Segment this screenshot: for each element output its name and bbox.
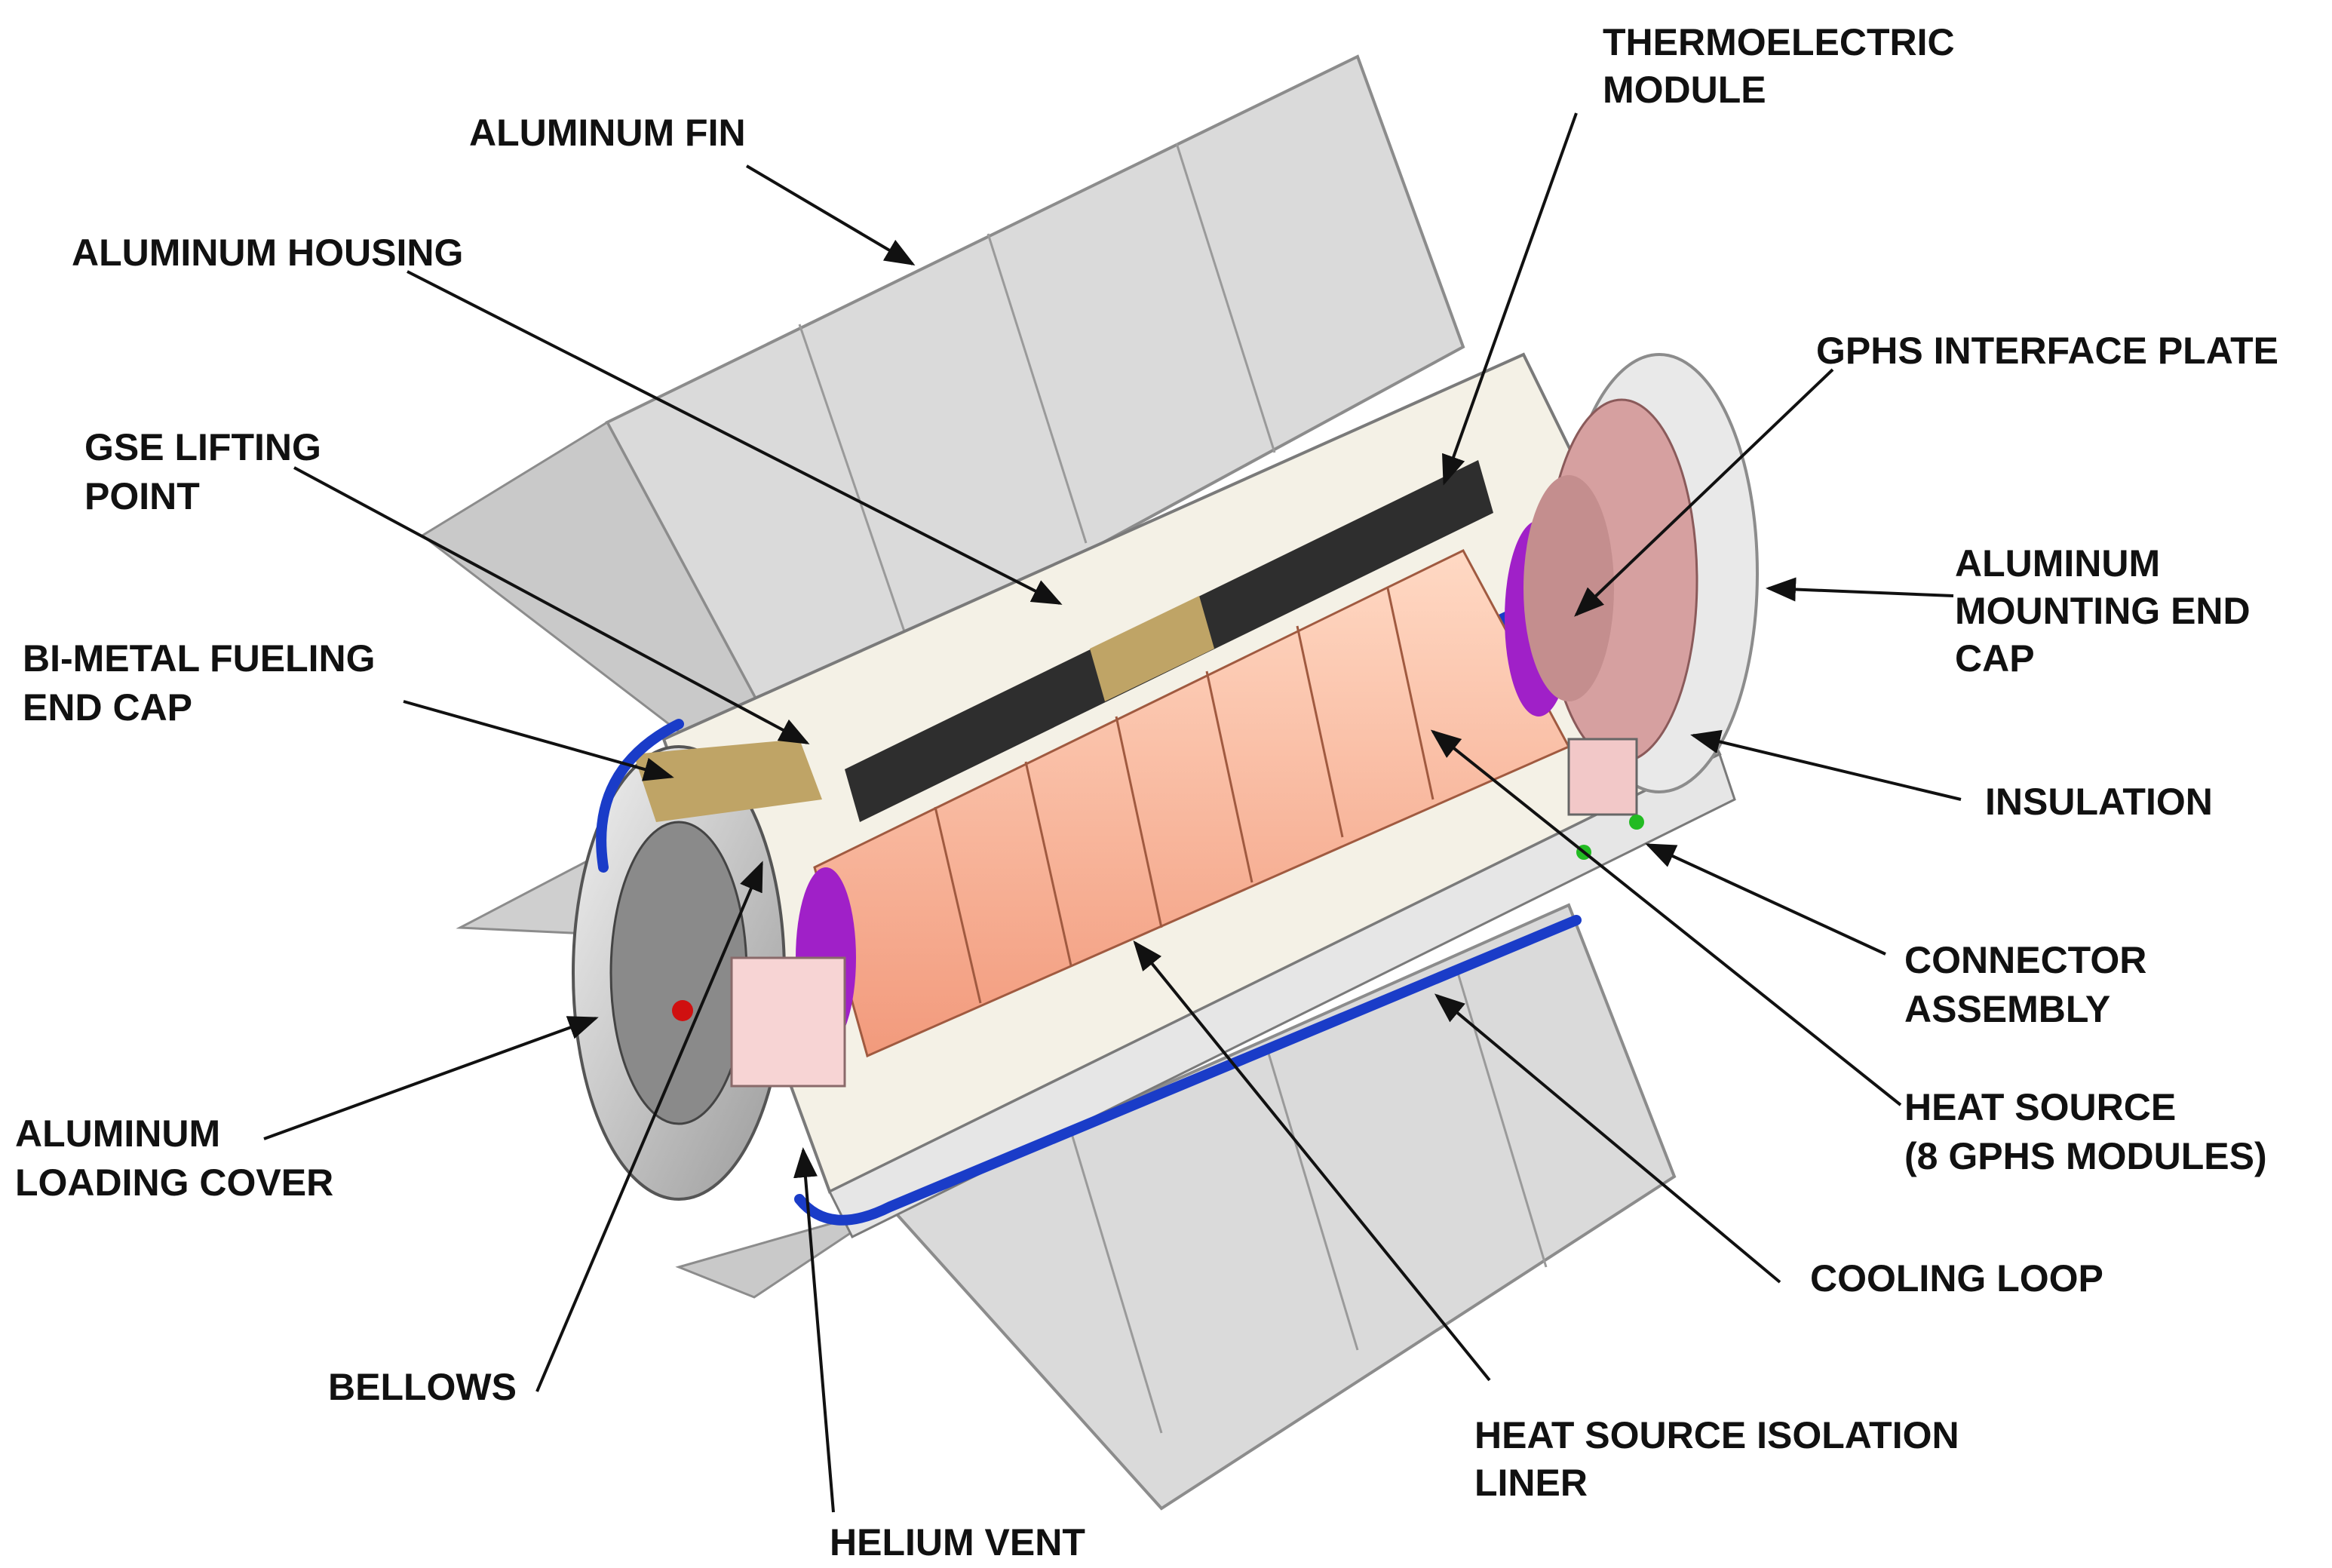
leader-aluminum-loading-cover xyxy=(263,1016,599,1140)
label-thermoelectric-module: THERMOELECTRIC MODULE xyxy=(1603,21,1965,111)
insulation-drawing xyxy=(730,956,846,1088)
leader-heat-source xyxy=(1430,729,1902,1106)
leader-thermoelectric xyxy=(1442,112,1578,486)
label-bellows: BELLOWS xyxy=(328,1366,517,1408)
leader-bellows xyxy=(535,861,763,1392)
label-cooling-loop: COOLING LOOP xyxy=(1810,1257,2103,1300)
leader-gphs-interface-plate xyxy=(1574,368,1834,617)
labels: ALUMINUM FIN THERMOELECTRIC MODULE ALUMI… xyxy=(15,21,2278,1563)
label-heat-source: HEAT SOURCE (8 GPHS MODULES) xyxy=(1904,1086,2267,1177)
leader-connector-assembly xyxy=(1645,843,1886,956)
illustration xyxy=(420,54,1759,1511)
label-aluminum-mounting-end-cap: ALUMINUM MOUNTING END CAP xyxy=(1955,542,2261,680)
leader-insulation xyxy=(1690,729,1962,801)
label-gse-lifting-point: GSE LIFTING POINT xyxy=(84,426,332,517)
label-heat-source-isolation-liner: HEAT SOURCE ISOLATION LINER xyxy=(1474,1414,1970,1504)
mounting-end-cap-drawing xyxy=(1523,353,1759,793)
upper-fin-drawing xyxy=(420,54,1465,733)
leader-aluminum-fin xyxy=(745,164,916,266)
leader-fueling-end-cap xyxy=(403,700,674,781)
label-connector-assembly: CONNECTOR ASSEMBLY xyxy=(1904,939,2157,1030)
label-aluminum-fin: ALUMINUM FIN xyxy=(469,112,746,154)
leader-isolation-liner xyxy=(1133,940,1491,1382)
label-aluminum-housing: ALUMINUM HOUSING xyxy=(72,232,463,274)
leader-gse-lifting-point xyxy=(293,466,810,744)
leader-mounting-end-cap xyxy=(1766,577,1954,602)
label-gphs-interface-plate: GPHS INTERFACE PLATE xyxy=(1816,330,2278,372)
lower-fin-drawing xyxy=(675,903,1677,1511)
label-insulation: INSULATION xyxy=(1985,781,2213,823)
leader-cooling-loop xyxy=(1434,993,1781,1284)
label-bi-metal-fueling-end-cap: BI-METAL FUELING END CAP xyxy=(23,637,385,729)
label-aluminum-loading-cover: ALUMINUM LOADING COVER xyxy=(15,1112,333,1204)
leader-lines xyxy=(263,112,1962,1513)
label-helium-vent: HELIUM VENT xyxy=(830,1521,1085,1563)
leader-aluminum-housing xyxy=(407,270,1063,605)
leader-helium-vent xyxy=(793,1147,835,1513)
